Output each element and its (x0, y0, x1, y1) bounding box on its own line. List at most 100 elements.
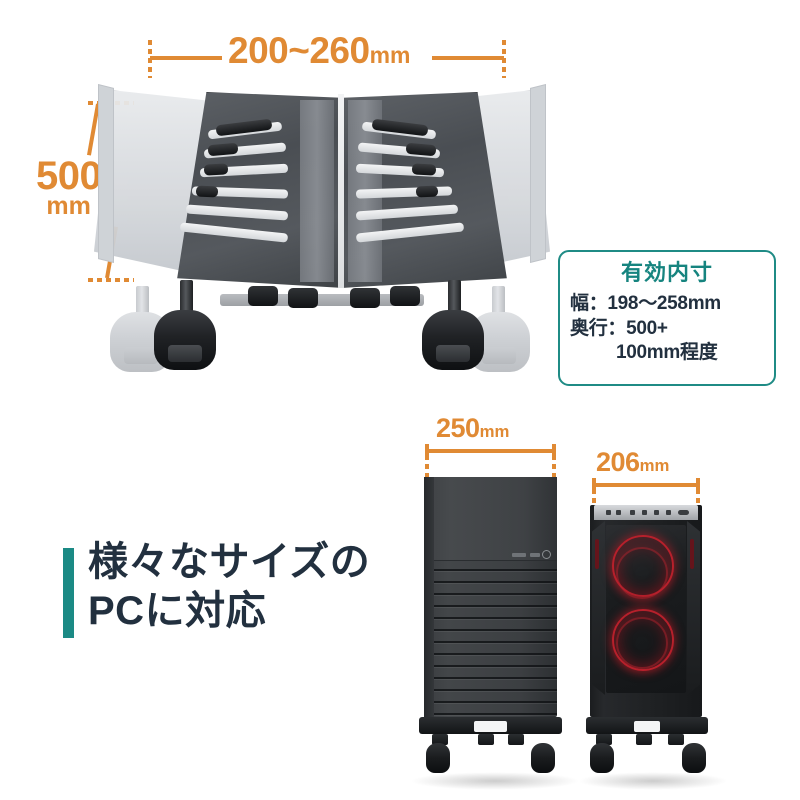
gaming-tower-width-unit: mm (639, 456, 670, 475)
business-tower-dimension-line (425, 449, 556, 453)
caster-wheel (531, 743, 555, 773)
tower-ridge (434, 641, 557, 643)
tower-ridge (434, 605, 557, 607)
business-tower-width-value: 250 (436, 413, 480, 443)
tower-ridge (434, 569, 557, 571)
width-dimension-unit: mm (369, 42, 411, 68)
depth-dimension-value: 500 (36, 154, 102, 198)
width-dimension-line-right (432, 56, 504, 60)
mini-stand-leg (508, 734, 524, 745)
mini-stand-leg (596, 734, 612, 745)
gaming-tower-dimension-line (592, 483, 700, 487)
tower-ridge (434, 713, 557, 715)
power-button-icon (678, 510, 689, 515)
width-dimension-value: 200~260 (228, 30, 370, 71)
caster-wheel (682, 743, 706, 773)
gaming-tower-glass-panel (606, 525, 686, 693)
stand-clip (195, 185, 219, 198)
audio-jack-icon (630, 510, 635, 515)
reset-button-icon (666, 510, 671, 515)
drop-shadow (410, 772, 580, 790)
info-box-depth-line: 奥行：500+ (570, 317, 668, 339)
width-dimension-line-left (150, 56, 222, 60)
depth-extension-line-bottom (88, 278, 134, 282)
power-button-icon (542, 550, 551, 559)
rgb-fan-glow-top (616, 547, 668, 599)
width-extension-line-right (502, 40, 506, 78)
caster-wheel (422, 310, 484, 370)
dimension-cap (425, 444, 429, 457)
effective-dimensions-box: 有効内寸 幅：198〜258mm 奥行：500+ 100mm程度 (558, 250, 776, 386)
dimension-cap (552, 444, 556, 457)
stand-clip (415, 185, 439, 198)
business-tower-port (512, 553, 526, 557)
tower-ridge (434, 665, 557, 667)
ghost-tray-lip-right (530, 84, 546, 263)
dimension-extension-line (592, 489, 596, 509)
usb-port-icon (616, 510, 621, 515)
usb-c-port-icon (654, 510, 659, 515)
info-box-depth-line-cont: 100mm程度 (616, 342, 718, 364)
vent-accent-light (690, 539, 694, 569)
ghost-tray-lip-left (98, 84, 114, 263)
dimension-cap (696, 478, 700, 491)
headline-accent-bar (63, 548, 74, 638)
page-title: 様々なサイズの PCに対応 (88, 538, 418, 636)
headline-line-2: PCに対応 (88, 588, 267, 633)
tower-ridge (434, 677, 557, 679)
mini-stand-leg (636, 734, 652, 745)
mini-stand-plate (474, 721, 507, 732)
drop-shadow (578, 772, 728, 790)
rgb-fan-ring-bottom (612, 609, 674, 671)
business-tower-side-edge (424, 477, 434, 717)
tower-ridge (434, 581, 557, 583)
info-box-title: 有効内寸 (620, 260, 713, 285)
mini-stand-leg (478, 734, 494, 745)
caster-wheel (426, 743, 450, 773)
mini-stand-leg (668, 734, 684, 745)
adjust-knob (350, 288, 380, 308)
business-tower-port (530, 553, 540, 557)
gaming-pc-tower (590, 505, 702, 717)
caster-wheel (590, 743, 614, 773)
adjust-knob (390, 286, 420, 306)
stand-center-gap (338, 94, 344, 288)
dimension-extension-line (696, 489, 700, 509)
depth-dimension-unit: mm (46, 191, 91, 220)
dimension-extension-line (425, 455, 429, 477)
gaming-tower-width-value: 206 (596, 447, 640, 477)
adjust-knob (248, 286, 278, 306)
business-tower-top-panel (424, 477, 557, 561)
business-tower-width-unit: mm (479, 422, 510, 441)
mini-stand-leg (432, 734, 448, 745)
tower-ridge (434, 629, 557, 631)
headline-line-1: 様々なサイズの (88, 540, 371, 584)
stand-clip (411, 163, 437, 176)
tower-ridge (434, 653, 557, 655)
stand-leg (180, 280, 193, 314)
tower-ridge (434, 617, 557, 619)
business-tower-width-label: 250mm (436, 415, 509, 442)
business-pc-tower (424, 477, 557, 717)
usb-port-icon (606, 510, 611, 515)
tower-ridge (434, 593, 557, 595)
adjust-knob (288, 288, 318, 308)
ghost-leg (136, 286, 149, 320)
gaming-tower-io-panel (594, 505, 698, 520)
rgb-fan-glow-bottom (616, 617, 668, 669)
dimension-extension-line (552, 455, 556, 477)
info-box-width-line: 幅：198〜258mm (570, 293, 721, 315)
stand-clip (203, 163, 229, 176)
tower-ridge (434, 689, 557, 691)
mini-stand-plate (634, 721, 660, 732)
stand-spine-left (300, 100, 334, 282)
width-dimension-label: 200~260mm (228, 32, 410, 69)
audio-jack-icon (642, 510, 647, 515)
pc-stand-illustration (92, 72, 552, 392)
tower-ridge (434, 701, 557, 703)
vent-accent-light (595, 539, 599, 569)
gaming-tower-width-label: 206mm (596, 449, 669, 476)
ghost-leg (492, 286, 505, 320)
